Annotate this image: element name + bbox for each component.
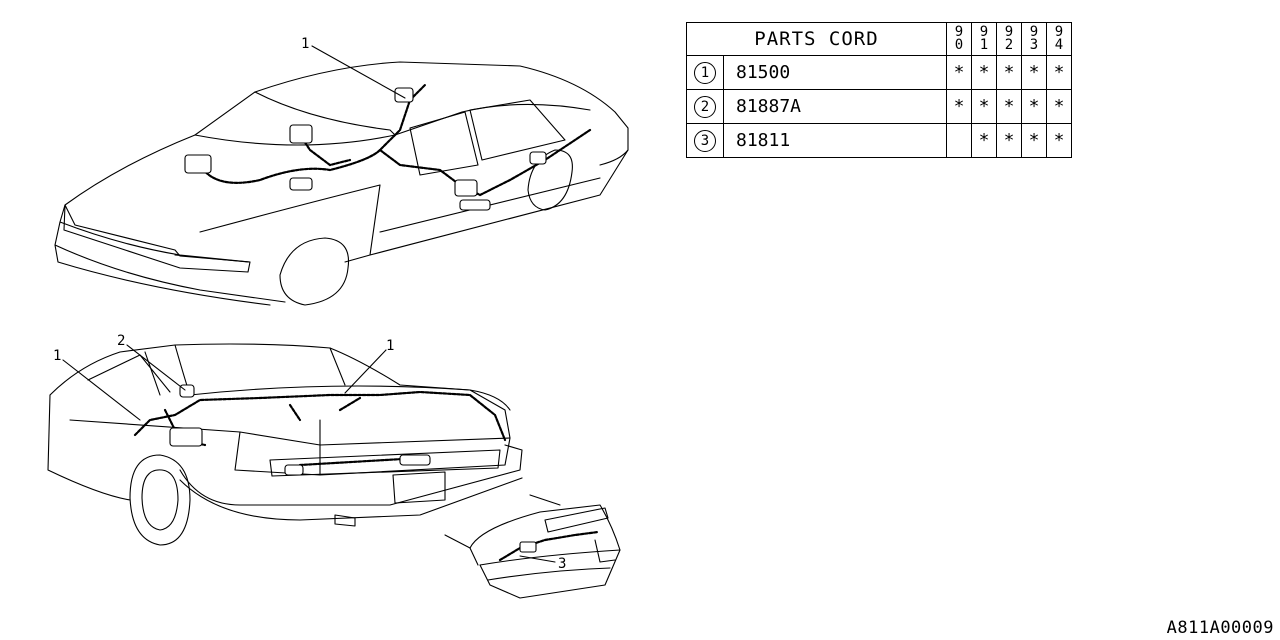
year-mark: * [1046,89,1072,124]
callout-trunk-harness: 3 [558,556,566,572]
year-digit: 9 [1029,24,1039,40]
callout-rear-harness-left: 1 [53,348,61,364]
rear-car-illustration: 1 2 1 [47,333,523,546]
year-mark: * [996,123,1022,158]
part-code: 81811 [723,123,947,158]
year-mark: * [946,89,972,124]
year-mark: * [946,55,972,90]
row-index-circle: 2 [694,95,716,118]
year-mark: * [971,123,997,158]
front-car-illustration: 1 [54,36,629,306]
year-mark: * [996,89,1022,124]
year-mark: * [971,89,997,124]
year-mark: * [1021,89,1047,124]
callout-rear-harness-right: 1 [386,338,394,354]
part-code: 81887A [723,89,947,124]
table-row: 1 81500 * * * * * [686,55,1072,90]
trunk-detail-illustration: 3 [444,494,621,599]
year-digit: 3 [1029,37,1039,53]
row-index-circle: 3 [694,129,716,152]
table-row: 3 81811 * * * * [686,123,1072,158]
year-digit: 9 [979,24,989,40]
part-code: 81500 [723,55,947,90]
year-mark [946,123,972,158]
callout-rear-harness-center: 2 [117,333,125,349]
year-mark: * [1021,123,1047,158]
year-digit: 9 [1054,24,1064,40]
callout-front-harness: 1 [301,36,309,52]
year-mark: * [1046,55,1072,90]
year-digit: 9 [954,24,964,40]
year-digit: 2 [1004,37,1014,53]
year-mark: * [1021,55,1047,90]
row-index: 2 [686,89,724,124]
diagram-id: A811A00009 [1166,618,1274,638]
year-digit: 0 [954,37,964,53]
table-row: 2 81887A * * * * * [686,89,1072,124]
row-index: 1 [686,55,724,90]
row-index-circle: 1 [694,61,716,84]
year-digit: 4 [1054,37,1064,53]
year-digit: 1 [979,37,989,53]
row-index: 3 [686,123,724,158]
year-mark: * [996,55,1022,90]
table-header: PARTS CORD [686,22,947,56]
year-digit: 9 [1004,24,1014,40]
year-mark: * [1046,123,1072,158]
year-mark: * [971,55,997,90]
